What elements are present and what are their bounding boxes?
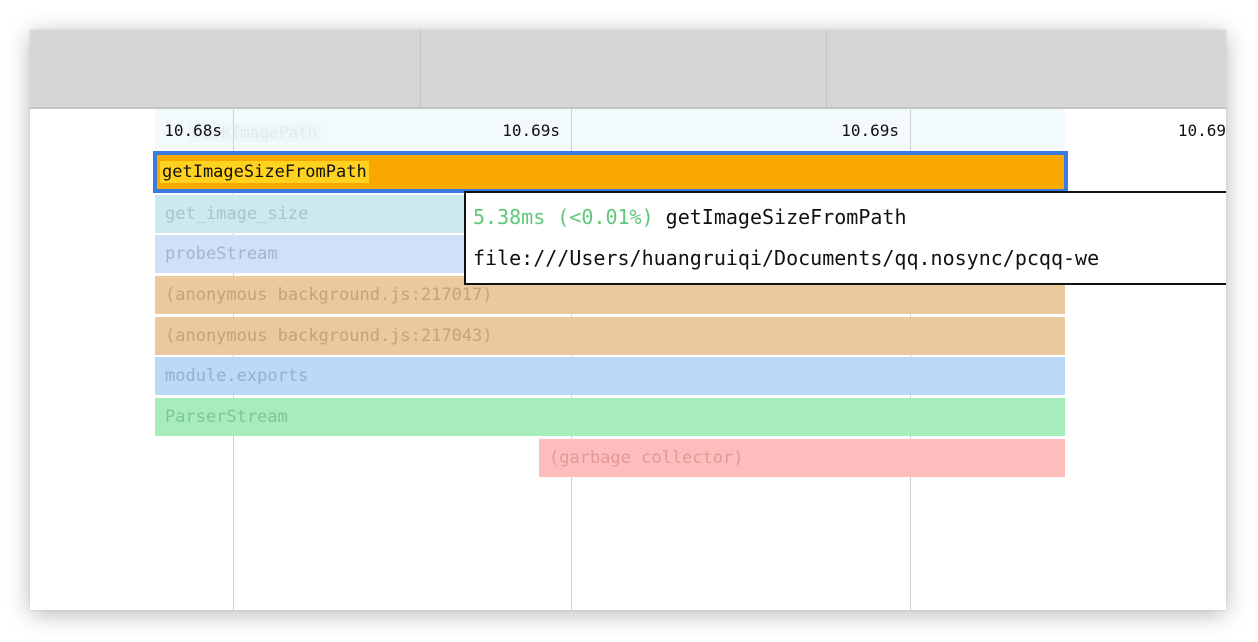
time-tick: 10.69s (502, 121, 560, 140)
overview-divider (826, 30, 827, 107)
frame-module-exports[interactable]: module.exports (155, 357, 1065, 395)
tooltip-summary: 5.38ms (<0.01%) getImageSizeFromPath (473, 205, 907, 229)
timeline-overview[interactable] (30, 30, 1226, 109)
frame-label: module.exports (165, 366, 309, 386)
tooltip-function-name: getImageSizeFromPath (665, 205, 907, 229)
tooltip-duration: 5.38ms (<0.01%) (473, 205, 654, 229)
frame-label: (garbage collector) (549, 448, 744, 468)
overview-divider (420, 30, 421, 107)
frame-label: getImageSizeFromPath (160, 161, 369, 183)
time-tick: 10.68s (164, 121, 222, 140)
frame-garbage-collector[interactable]: (garbage collector) (539, 439, 1065, 477)
frame-label: (anonymous background.js:217043) (165, 326, 493, 346)
flame-chart-window: DiskImagePath 10.68s 10.69s 10.69s 10.69… (30, 30, 1226, 610)
frame-anonymous-217043[interactable]: (anonymous background.js:217043) (155, 317, 1065, 355)
frame-label: ParserStream (165, 407, 288, 427)
frame-tooltip: 5.38ms (<0.01%) getImageSizeFromPath fil… (464, 191, 1226, 285)
ghost-frame-label: DiskImagePath (188, 123, 322, 142)
frame-getImageSizeFromPath-selected[interactable]: getImageSizeFromPath (153, 151, 1068, 193)
tooltip-url: file:///Users/huangruiqi/Documents/qq.no… (473, 246, 1100, 270)
hover-highlight-band (155, 109, 1065, 149)
frame-label: probeStream (165, 244, 278, 264)
time-ruler: DiskImagePath 10.68s 10.69s 10.69s 10.69 (30, 109, 1226, 610)
time-tick: 10.69 (1177, 121, 1226, 140)
frame-label: (anonymous background.js:217017) (165, 285, 493, 305)
frame-label: get_image_size (165, 204, 309, 224)
frame-parser-stream[interactable]: ParserStream (155, 398, 1065, 436)
time-tick: 10.69s (841, 121, 899, 140)
